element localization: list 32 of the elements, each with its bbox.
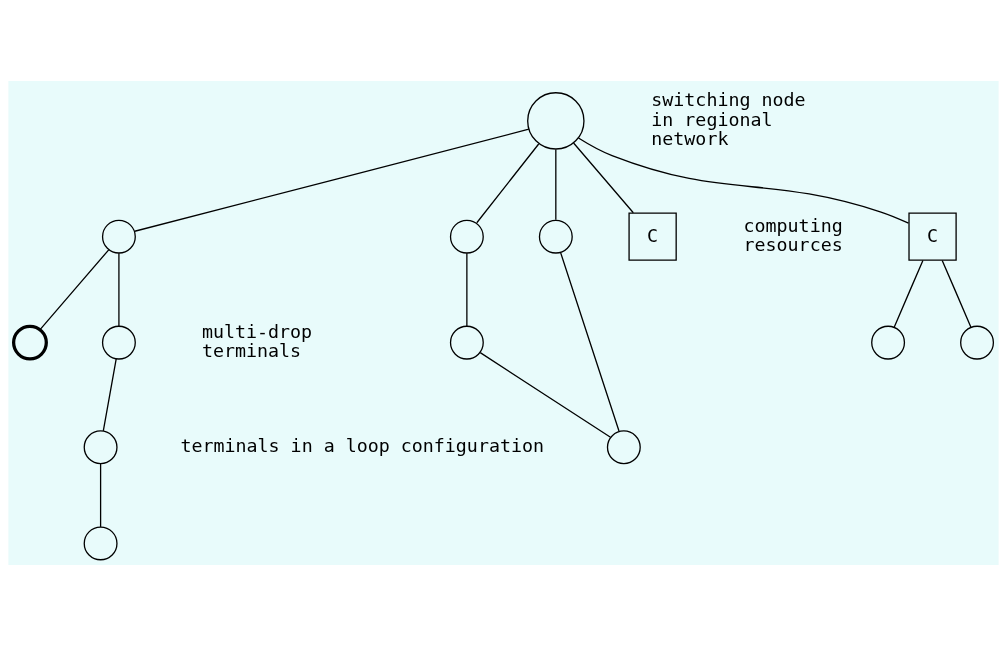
node-circle	[11, 324, 48, 361]
node-circle	[538, 219, 573, 254]
node-circle	[871, 325, 906, 360]
connector	[118, 252, 120, 327]
connector	[134, 128, 530, 232]
connector	[555, 148, 557, 220]
connector	[941, 259, 972, 328]
node-label: switching node in regional network	[651, 88, 806, 149]
node-box: C	[908, 211, 957, 261]
connector	[102, 357, 117, 431]
node-circle	[960, 325, 995, 360]
node-circle	[527, 91, 585, 150]
connector	[476, 142, 540, 223]
node-label: computing resources	[743, 214, 843, 255]
connector	[479, 351, 612, 438]
node-circle	[449, 219, 484, 254]
label: terminals in a loop configuration	[180, 434, 544, 456]
node-box: C	[628, 211, 677, 261]
connector	[39, 248, 110, 330]
node-circle	[101, 325, 136, 360]
connector	[99, 462, 102, 528]
node-circle	[101, 219, 136, 254]
connector	[577, 136, 910, 224]
connector	[893, 259, 924, 328]
connector	[466, 252, 468, 327]
node-label: multi-drop terminals	[201, 320, 313, 361]
node-circle	[83, 429, 118, 464]
node-circle	[606, 429, 641, 464]
node-circle	[449, 325, 484, 360]
connector	[559, 251, 620, 432]
node-circle	[83, 525, 118, 560]
connector	[572, 141, 634, 213]
